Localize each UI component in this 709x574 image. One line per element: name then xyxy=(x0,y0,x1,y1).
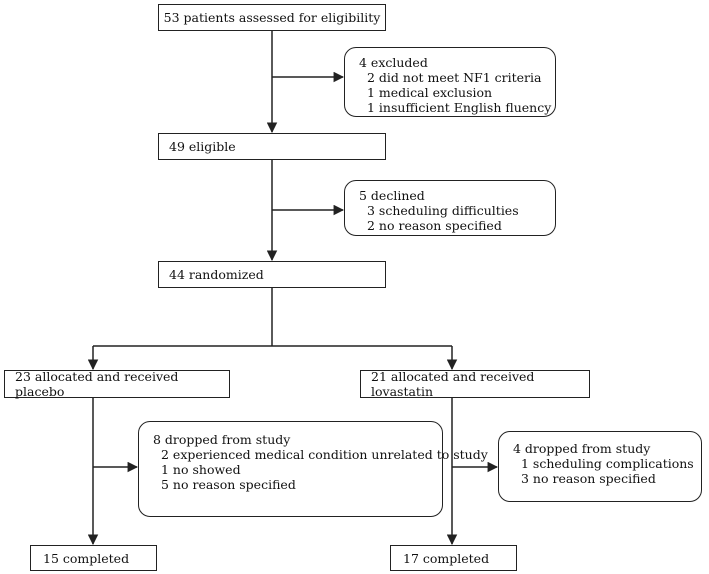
declined-title: 5 declined xyxy=(359,188,425,203)
excluded-title: 4 excluded xyxy=(359,55,428,70)
lovastatin-label: 21 allocated and received lovastatin xyxy=(371,369,535,399)
placebo-box: 23 allocated and received placebo xyxy=(4,369,230,399)
randomized-label: 44 randomized xyxy=(169,267,264,282)
declined-box: 5 declined 3 scheduling difficulties 2 n… xyxy=(344,180,556,236)
declined-item: 3 scheduling difficulties xyxy=(367,203,519,218)
placebo-completed-box: 15 completed xyxy=(30,545,157,571)
excluded-item: 1 medical exclusion xyxy=(367,85,493,100)
excluded-item: 1 insufficient English fluency xyxy=(367,100,552,115)
placebo-completed-label: 15 completed xyxy=(43,550,130,566)
placebo-dropped-box: 8 dropped from study 2 experienced medic… xyxy=(138,421,488,517)
assessed-label: 53 patients assessed for eligibility xyxy=(163,10,381,25)
placebo-dropped-item: 1 no showed xyxy=(161,462,241,477)
lovastatin-dropped-box: 4 dropped from study 1 scheduling compli… xyxy=(498,431,702,502)
lovastatin-completed-label: 17 completed xyxy=(403,550,490,566)
lovastatin-dropped-title: 4 dropped from study xyxy=(513,441,651,456)
randomized-box: 44 randomized xyxy=(158,261,386,288)
eligible-label: 49 eligible xyxy=(169,139,236,154)
excluded-box: 4 excluded 2 did not meet NF1 criteria 1… xyxy=(344,47,556,117)
lovastatin-dropped-item: 1 scheduling complications xyxy=(521,456,694,471)
placebo-dropped-item: 2 experienced medical condition unrelate… xyxy=(161,447,488,462)
lovastatin-dropped-item: 3 no reason specified xyxy=(521,471,656,486)
placebo-label: 23 allocated and received placebo xyxy=(15,369,179,399)
declined-item: 2 no reason specified xyxy=(367,218,502,233)
eligible-box: 49 eligible xyxy=(158,133,386,160)
placebo-dropped-title: 8 dropped from study xyxy=(153,432,291,447)
lovastatin-box: 21 allocated and received lovastatin xyxy=(360,369,590,399)
excluded-item: 2 did not meet NF1 criteria xyxy=(367,70,542,85)
placebo-dropped-item: 5 no reason specified xyxy=(161,477,296,492)
lovastatin-completed-box: 17 completed xyxy=(390,545,517,571)
assessed-box: 53 patients assessed for eligibility xyxy=(158,4,386,31)
